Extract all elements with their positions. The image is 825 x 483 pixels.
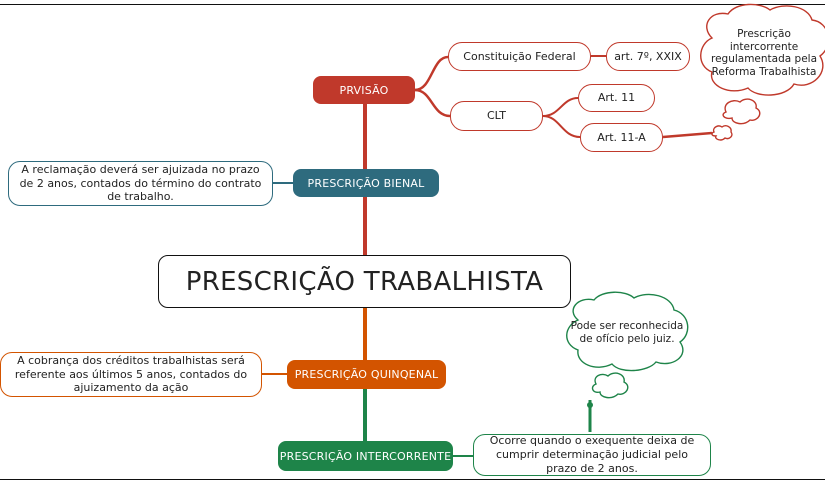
oficio-stem-cap: [587, 402, 593, 408]
leaf-art11a[interactable]: Art. 11-A: [580, 123, 663, 152]
note-bienal-text: A reclamação deverá ser ajuizada no praz…: [19, 162, 262, 204]
branch-bienal-label: PRESCRIÇÃO BIENAL: [307, 176, 425, 190]
leaf-constituicao-label: Constituição Federal: [463, 49, 576, 63]
branch-intercorrente-label: PRESCRIÇÃO INTERCORRENTE: [279, 449, 452, 463]
branch-bienal[interactable]: PRESCRIÇÃO BIENAL: [293, 169, 439, 197]
connector-clt: [414, 88, 451, 118]
central-title: PRESCRIÇÃO TRABALHISTA: [185, 266, 544, 297]
connector-constituicao: [414, 55, 449, 92]
bottom-border: [0, 479, 825, 480]
leaf-art11[interactable]: Art. 11: [578, 84, 655, 112]
note-quinquenal-text: A cobrança dos créditos trabalhistas ser…: [14, 353, 248, 395]
branch-previsao-label: PRVISÃO: [339, 83, 389, 97]
leaf-article-cf-label: art. 7º, XXIX: [614, 49, 682, 63]
connector-art11a-callout: [662, 131, 713, 139]
leaf-constituicao[interactable]: Constituição Federal: [448, 42, 591, 71]
leaf-art11a-label: Art. 11-A: [597, 130, 646, 144]
cloud-reforma: [700, 3, 825, 141]
connector-art11a: [542, 115, 581, 138]
leaf-clt[interactable]: CLT: [450, 101, 543, 131]
leaf-clt-label: CLT: [486, 109, 506, 123]
branch-quinquenal-label: PRESCRIÇÃO QUINQENAL: [294, 368, 439, 381]
leaf-art11-label: Art. 11: [597, 91, 636, 105]
central-topic[interactable]: PRESCRIÇÃO TRABALHISTA: [158, 255, 571, 308]
top-border: [0, 4, 825, 5]
cloud-oficio: [566, 291, 689, 399]
callout-oficio: Pode ser reconhecida de ofício pelo juiz…: [570, 320, 684, 345]
branch-previsao[interactable]: PRVISÃO: [313, 76, 415, 104]
connector-art11: [542, 97, 579, 117]
note-intercorrente-text: Ocorre quando o exequente deixa de cumpr…: [489, 434, 695, 475]
note-bienal[interactable]: A reclamação deverá ser ajuizada no praz…: [8, 161, 273, 206]
note-intercorrente[interactable]: Ocorre quando o exequente deixa de cumpr…: [473, 434, 711, 476]
branch-intercorrente[interactable]: PRESCRIÇÃO INTERCORRENTE: [278, 441, 453, 471]
callout-reforma: Prescrição intercorrente regulamentada p…: [710, 28, 818, 78]
branch-quinquenal[interactable]: PRESCRIÇÃO QUINQENAL: [287, 360, 446, 389]
leaf-article-cf[interactable]: art. 7º, XXIX: [606, 42, 690, 71]
note-quinquenal[interactable]: A cobrança dos créditos trabalhistas ser…: [0, 352, 262, 397]
